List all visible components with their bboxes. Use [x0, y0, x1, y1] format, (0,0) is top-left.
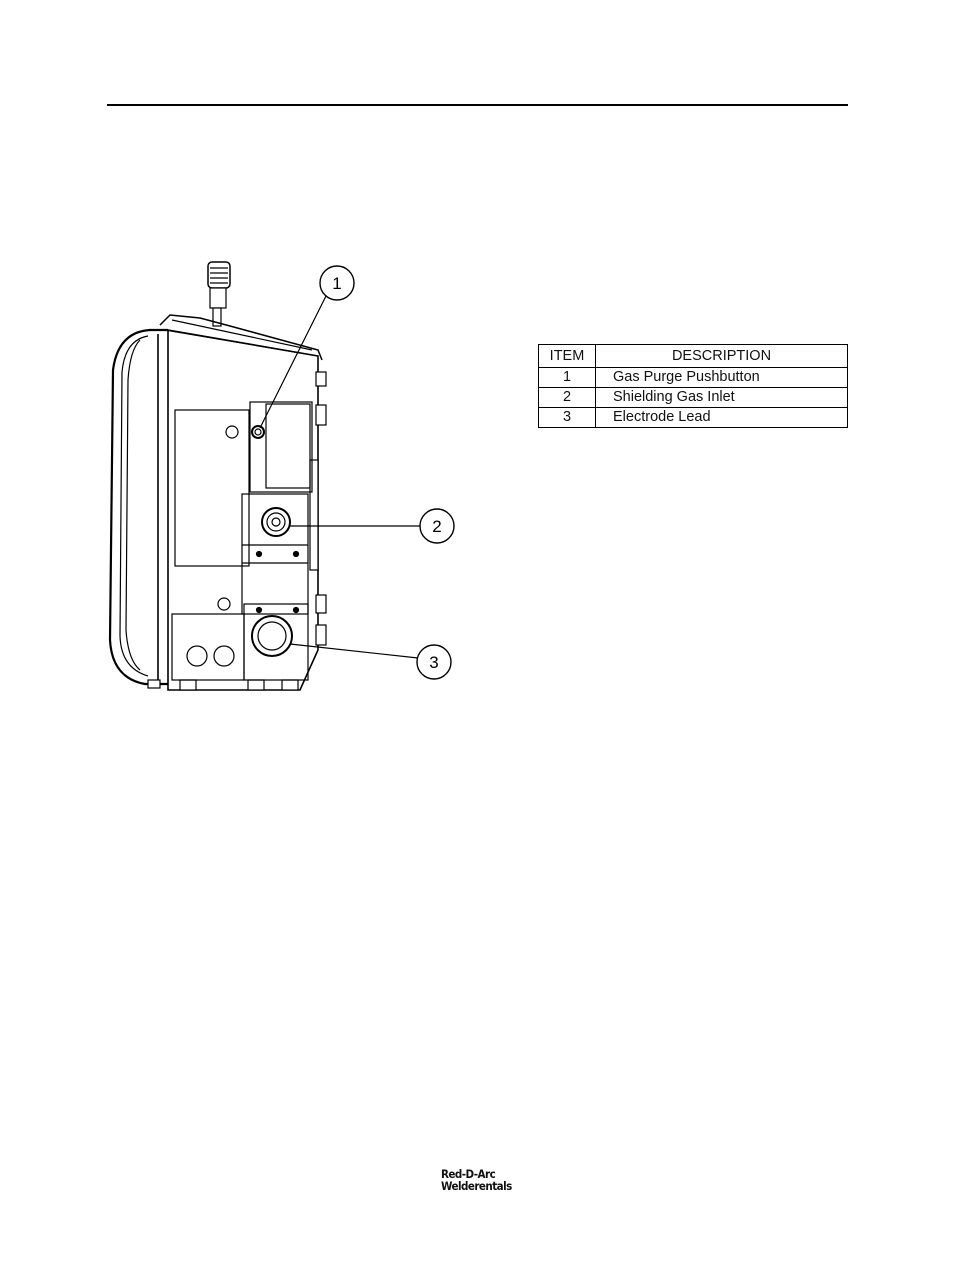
logo-line-2: Welderentals: [441, 1180, 512, 1192]
header-item: ITEM: [539, 345, 596, 368]
parts-table: ITEM DESCRIPTION 1 Gas Purge Pushbutton …: [538, 344, 848, 428]
red-d-arc-logo: Red-D-Arc Welderentals: [441, 1168, 512, 1192]
svg-text:1: 1: [332, 274, 341, 293]
callout-1: 1: [320, 266, 354, 300]
top-connector-knob: [208, 262, 230, 326]
cabinet-body: [110, 330, 326, 690]
row-description: Shielding Gas Inlet: [596, 388, 848, 408]
parts-table-header: ITEM DESCRIPTION: [539, 345, 848, 368]
svg-text:3: 3: [429, 653, 438, 672]
header-rule: [107, 104, 848, 106]
callout-2: 2: [420, 509, 454, 543]
header-description: DESCRIPTION: [596, 345, 848, 368]
svg-text:2: 2: [432, 517, 441, 536]
row-item: 1: [539, 368, 596, 388]
wire-feeder-side-view-drawing: 1 2 3: [100, 250, 480, 700]
table-row: 3 Electrode Lead: [539, 408, 848, 428]
table-row: 2 Shielding Gas Inlet: [539, 388, 848, 408]
row-description: Electrode Lead: [596, 408, 848, 428]
callout-3: 3: [417, 645, 451, 679]
row-description: Gas Purge Pushbutton: [596, 368, 848, 388]
row-item: 2: [539, 388, 596, 408]
row-item: 3: [539, 408, 596, 428]
table-row: 1 Gas Purge Pushbutton: [539, 368, 848, 388]
